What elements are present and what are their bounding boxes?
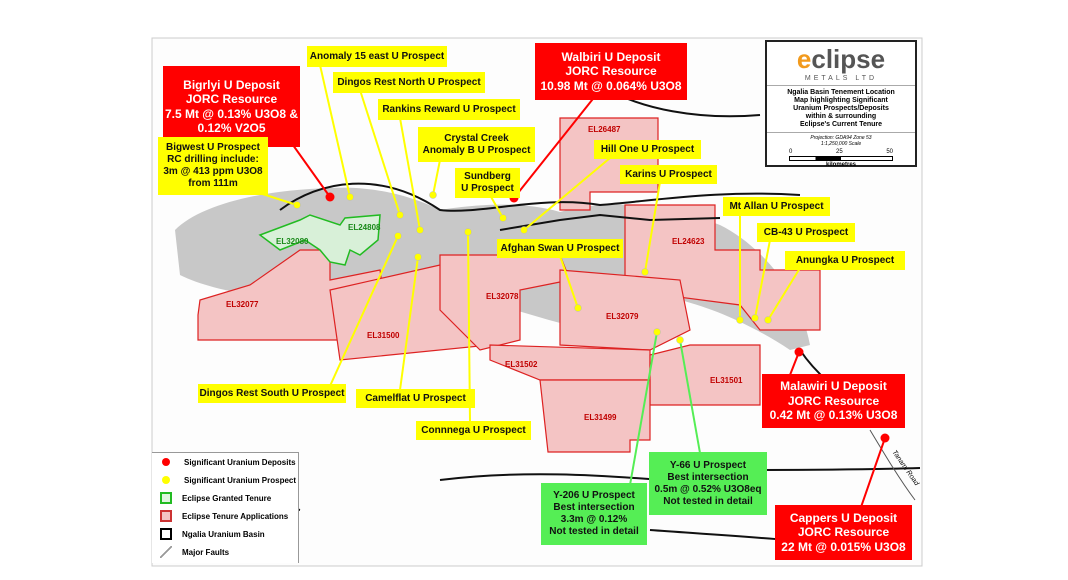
- yellow-dot-icon: [162, 476, 170, 484]
- legend-item: Significant Uranium Deposits: [152, 453, 298, 471]
- tenement-label: EL24808: [348, 223, 381, 232]
- callout-camelflat: Camelflat U Prospect: [356, 389, 475, 408]
- pointer-anungka: [767, 267, 801, 321]
- callout-anomaly15: Anomaly 15 east U Prospect: [307, 46, 447, 67]
- legend: Significant Uranium Deposits Significant…: [152, 452, 299, 563]
- callout-cb43: CB-43 U Prospect: [757, 223, 855, 242]
- legend-item: Eclipse Tenure Applications: [152, 507, 298, 525]
- pointer-cb43: [754, 239, 771, 319]
- eclipse-granted-tenure: [258, 214, 381, 266]
- pointer-camelflat: [399, 256, 419, 391]
- tenure-applications: [197, 117, 821, 453]
- prospect-markers: [293, 191, 772, 344]
- pointer-anomaly15: [319, 64, 351, 198]
- callout-anungka: Anungka U Prospect: [785, 251, 905, 270]
- pointer-walbiri: [513, 89, 601, 199]
- tenement-label: EL24623: [672, 237, 705, 246]
- deposit-marker: [325, 192, 335, 202]
- pointer-sundberg: [489, 194, 504, 219]
- tenement-label: EL32077: [226, 300, 259, 309]
- callout-connnega: Connnega U Prospect: [416, 421, 531, 440]
- tenement-label: EL31500: [367, 331, 400, 340]
- callout-dingos-south: Dingos Rest South U Prospect: [198, 384, 346, 403]
- tenement-label: EL32080: [276, 237, 309, 246]
- tenement-label: EL31502: [505, 360, 538, 369]
- scale-text: 1:1,250,000 Scale: [820, 141, 862, 148]
- legend-item: Major Faults: [152, 543, 298, 561]
- pointer-afghan: [559, 255, 579, 309]
- callout-afghan: Afghan Swan U Prospect: [497, 239, 623, 258]
- callout-hillone: Hill One U Prospect: [594, 140, 701, 159]
- callout-mtallan: Mt Allan U Prospect: [723, 197, 830, 216]
- legend-item: Eclipse Granted Tenure: [152, 489, 298, 507]
- tanami-road: [869, 429, 916, 501]
- deposit-marker: [794, 347, 804, 357]
- tenement-el31501: [649, 344, 761, 406]
- deposit-marker: [880, 433, 890, 443]
- red-dot-icon: [162, 458, 170, 466]
- projection-text: Projection: GDA94 Zone 53: [810, 135, 872, 142]
- callout-dingos-north: Dingos Rest North U Prospect: [333, 72, 485, 93]
- black-square-icon: [160, 528, 172, 540]
- tenement-el24623: [624, 204, 821, 331]
- red-square-icon: [160, 510, 172, 522]
- fault-line-icon: [160, 546, 172, 558]
- legend-item: Ngalia Uranium Basin: [152, 525, 298, 543]
- scale-bar: [789, 156, 893, 162]
- pointer-dingos-south: [329, 235, 399, 387]
- tenement-label: EL32078: [486, 292, 519, 301]
- logo-subtitle: METALS LTD: [767, 75, 915, 86]
- tenement-label: EL32079: [606, 312, 639, 321]
- title-block: eclipse METALS LTD Ngalia Basin Tenement…: [765, 40, 917, 169]
- pointer-karins: [644, 181, 661, 273]
- pointer-cappers: [859, 437, 886, 511]
- scale-unit: kilometres: [825, 162, 856, 169]
- pointer-rankins: [399, 117, 421, 231]
- pointer-y66: [679, 339, 701, 454]
- pointer-hillone: [523, 157, 611, 231]
- legend-item: Significant Uranium Prospect: [152, 471, 298, 489]
- tenement-label: EL31499: [584, 413, 617, 422]
- eclipse-logo: eclipse: [796, 44, 886, 74]
- tenement-label: EL26487: [588, 125, 621, 134]
- callout-karins: Karins U Prospect: [620, 165, 717, 184]
- tenement-el31499: [539, 379, 651, 453]
- tenement-label: EL31501: [710, 376, 743, 385]
- pointer-dingos-north: [359, 89, 401, 216]
- pointer-crystal: [432, 159, 441, 196]
- green-square-icon: [160, 492, 172, 504]
- pointer-y206: [629, 331, 658, 486]
- callout-rankins: Rankins Reward U Prospect: [378, 99, 520, 120]
